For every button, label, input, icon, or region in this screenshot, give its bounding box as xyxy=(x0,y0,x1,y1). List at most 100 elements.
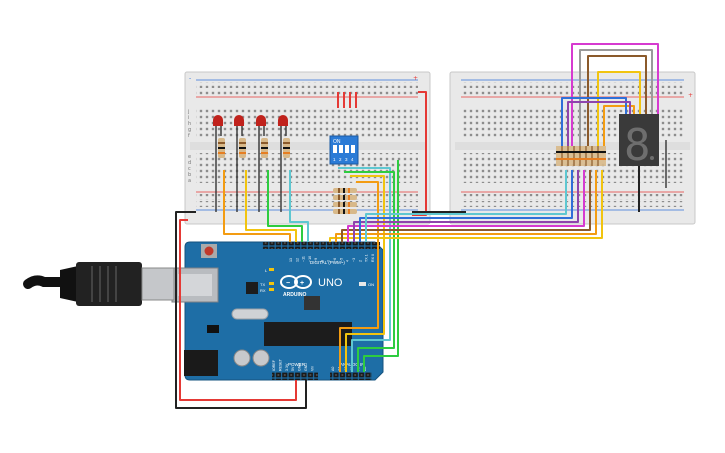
dip-position: 3 xyxy=(345,157,348,162)
wire-seg5 xyxy=(353,170,579,242)
wire-seg1 xyxy=(329,170,603,242)
row-letter: h xyxy=(188,121,191,127)
wire-gnd xyxy=(175,211,307,409)
segment-resistors xyxy=(556,146,606,166)
row-letter: i xyxy=(188,115,189,121)
wire-dip4 xyxy=(339,181,379,372)
digital-header xyxy=(262,242,380,249)
pin-label: GND xyxy=(304,363,308,371)
resistor xyxy=(239,138,246,158)
resistor xyxy=(283,138,290,158)
led xyxy=(234,115,244,212)
wire-dip3 xyxy=(345,175,385,372)
wire-dip2 xyxy=(344,171,395,372)
pin-label: 8 xyxy=(321,260,325,262)
dip-toggle[interactable] xyxy=(333,145,337,153)
led-resistors xyxy=(218,138,290,158)
seven-segment-display: 8 xyxy=(619,114,659,171)
wire-seg4 xyxy=(347,170,585,242)
wire-led4 xyxy=(289,170,309,242)
pin-label: Vin xyxy=(310,366,314,371)
dip-switch[interactable]: ON 1 2 3 4 xyxy=(329,135,359,165)
capacitor xyxy=(252,349,270,367)
resistor xyxy=(218,138,225,158)
wire-top-purple xyxy=(567,101,631,146)
dip-position: 2 xyxy=(339,157,342,162)
wire-seg7 xyxy=(365,170,567,242)
pin-label: ~3 xyxy=(352,258,356,262)
usb-cable xyxy=(23,262,175,306)
resistor xyxy=(333,188,357,193)
wire-5v xyxy=(179,219,297,401)
row-letter: a xyxy=(188,178,191,184)
led xyxy=(213,115,223,212)
rx-label: RX xyxy=(260,288,266,293)
pin-label: IOREF xyxy=(272,359,276,371)
resistor xyxy=(333,195,357,200)
board-brand: ARDUINO xyxy=(283,292,306,298)
wire-led1 xyxy=(223,170,291,242)
pin-label: 3.3V xyxy=(285,363,289,371)
wire-seg6 xyxy=(359,170,573,242)
rail-minus-label: - xyxy=(189,75,191,82)
dip-toggle[interactable] xyxy=(351,145,355,153)
dip-position: 1 xyxy=(333,157,336,162)
wire-top-yellow xyxy=(597,71,641,146)
wire-led3 xyxy=(267,170,303,242)
board-model: UNO xyxy=(318,277,343,289)
dip-toggle[interactable] xyxy=(339,145,343,153)
wire-seg2 xyxy=(335,170,597,242)
power-header xyxy=(272,372,318,380)
row-letter: c xyxy=(188,166,191,172)
tx-label: TX xyxy=(260,282,265,287)
resistor xyxy=(333,209,357,214)
pin-label: A0 xyxy=(331,367,335,371)
led-array xyxy=(213,115,288,212)
on-label: ON xyxy=(368,282,374,287)
wire-top-orange xyxy=(603,105,635,146)
arduino-uno-board: − + ARDUINO UNO DIGITAL (PWM~) POWER ANA… xyxy=(171,241,384,381)
dip-on-label: ON xyxy=(333,139,341,145)
segment-digit: 8 xyxy=(624,120,651,171)
pin-label: ~9 xyxy=(314,258,318,262)
pin-label: 4 xyxy=(346,260,350,262)
barrel-jack xyxy=(184,350,218,376)
arduino-logo: − + xyxy=(280,275,312,289)
pin-label: 13 xyxy=(289,258,293,262)
resistor xyxy=(333,202,357,207)
pin-label: 5V xyxy=(291,366,295,371)
pin-label: TX 1 xyxy=(365,254,369,262)
pin-label: ~10 xyxy=(308,256,312,262)
l-label: L xyxy=(265,268,268,273)
row-letter: d xyxy=(188,160,191,166)
pin-label: 2 xyxy=(358,260,362,262)
row-letter: j xyxy=(187,109,189,115)
svg-text:−: − xyxy=(286,280,290,287)
analog-header xyxy=(330,372,372,380)
digital-label: DIGITAL (PWM~) xyxy=(310,260,345,265)
rail-plus-label: + xyxy=(688,92,693,99)
pin-label: RX 0 xyxy=(371,254,375,262)
wires xyxy=(175,43,667,409)
dip-position: 4 xyxy=(351,157,354,162)
rail-plus-label: + xyxy=(413,75,418,82)
pin-label: 7 xyxy=(327,260,331,262)
pin-label: RESET xyxy=(278,358,282,371)
row-letter: g xyxy=(188,127,191,133)
row-letter: f xyxy=(188,133,190,139)
capacitor xyxy=(233,349,251,367)
row-letter: e xyxy=(188,154,191,160)
wire-dip1 xyxy=(338,167,391,372)
dip-resistors xyxy=(333,188,357,214)
pin-label: GND xyxy=(298,363,302,371)
wire-top-magenta xyxy=(571,43,659,146)
pin-label: ~5 xyxy=(339,258,343,262)
wire-led2 xyxy=(245,170,297,242)
svg-text:+: + xyxy=(300,280,304,287)
resistor xyxy=(261,138,268,158)
wire-seg3 xyxy=(341,170,591,242)
row-letters-left: j i h g f e d c b a xyxy=(187,109,191,184)
dip-toggle[interactable] xyxy=(345,145,349,153)
wire-top-blue xyxy=(561,97,627,146)
